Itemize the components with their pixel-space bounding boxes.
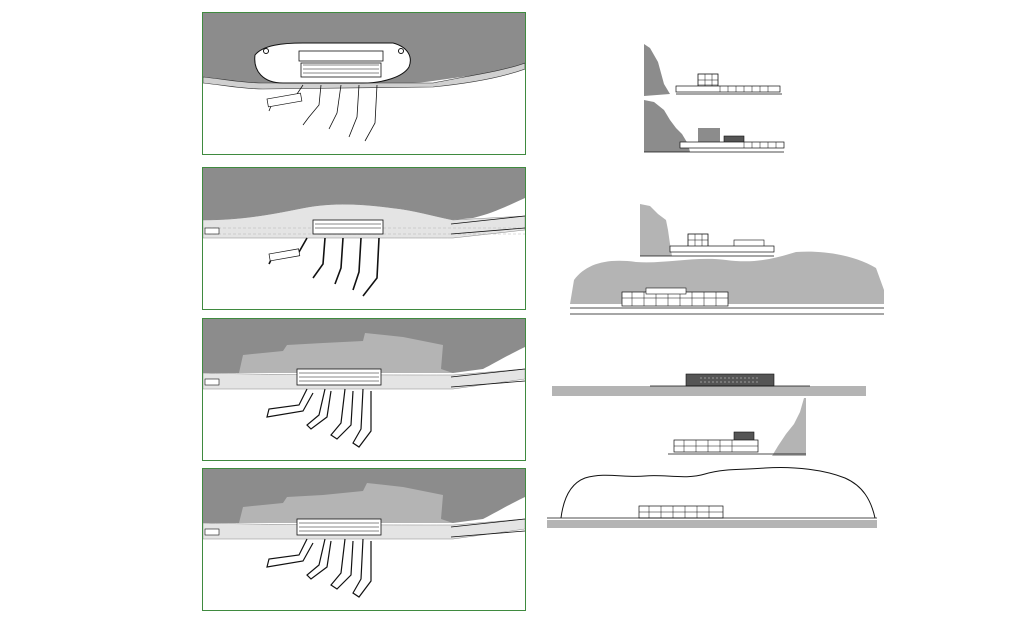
roof-strip bbox=[298, 50, 384, 62]
building-grid bbox=[639, 506, 723, 518]
section-g-drawing bbox=[547, 467, 877, 528]
core-hatch bbox=[299, 372, 379, 382]
core-hatch bbox=[315, 223, 381, 229]
section-f bbox=[668, 398, 808, 460]
cliff bbox=[644, 100, 690, 152]
podium bbox=[679, 141, 785, 149]
node-marker bbox=[263, 48, 269, 54]
pier-block bbox=[268, 248, 301, 262]
ground-slab bbox=[547, 520, 877, 528]
terrain-mass bbox=[203, 168, 525, 220]
finger-piers bbox=[266, 538, 372, 598]
core-hatch bbox=[299, 522, 379, 532]
tower-grid bbox=[698, 74, 718, 90]
core-hatch bbox=[303, 64, 379, 74]
rock-block bbox=[698, 128, 720, 146]
podium bbox=[669, 245, 775, 253]
site-plan-4 bbox=[202, 468, 526, 611]
section-d-drawing bbox=[570, 251, 884, 315]
cliff bbox=[640, 204, 672, 256]
node-marker bbox=[398, 48, 404, 54]
section-b-drawing bbox=[644, 100, 785, 153]
site-plan-3 bbox=[202, 318, 526, 461]
section-c bbox=[636, 204, 776, 260]
facade-openings bbox=[700, 377, 760, 383]
building-core bbox=[300, 62, 382, 78]
pier-block bbox=[266, 92, 303, 108]
site-plan-1 bbox=[202, 12, 526, 155]
building-core bbox=[312, 219, 384, 235]
site-plan-2 bbox=[202, 167, 526, 310]
entry-block bbox=[204, 528, 220, 536]
entry-block bbox=[204, 227, 220, 235]
section-e-drawing bbox=[552, 373, 866, 396]
cliff bbox=[644, 44, 670, 96]
ground-slab bbox=[552, 386, 866, 396]
access-road bbox=[450, 518, 525, 538]
section-f-drawing bbox=[668, 398, 806, 456]
site-plan-2-drawing bbox=[203, 168, 525, 297]
section-d bbox=[566, 250, 886, 318]
cliff bbox=[772, 398, 806, 456]
section-e bbox=[550, 370, 868, 400]
upper-floor bbox=[645, 287, 687, 295]
site-plan-4-drawing bbox=[203, 469, 525, 598]
site-plan-1-drawing bbox=[203, 13, 525, 142]
podium-columns bbox=[719, 86, 769, 92]
building-block bbox=[685, 373, 775, 387]
building-grid bbox=[674, 440, 758, 452]
built-terrain bbox=[239, 483, 453, 523]
section-c-drawing bbox=[640, 204, 775, 257]
section-b bbox=[644, 100, 786, 156]
building-grid bbox=[622, 292, 728, 306]
section-a-drawing bbox=[644, 44, 782, 96]
section-g bbox=[545, 466, 881, 532]
finger-piers bbox=[268, 84, 378, 142]
access-road bbox=[450, 215, 525, 235]
terrain-outline bbox=[560, 467, 876, 519]
entry-block bbox=[204, 378, 220, 386]
finger-piers bbox=[268, 237, 380, 297]
section-a bbox=[644, 44, 784, 100]
finger-piers bbox=[266, 388, 372, 448]
access-road bbox=[450, 368, 525, 388]
site-plan-3-drawing bbox=[203, 319, 525, 448]
built-terrain bbox=[239, 333, 453, 373]
podium-columns bbox=[743, 142, 777, 148]
coast-road bbox=[203, 62, 525, 90]
